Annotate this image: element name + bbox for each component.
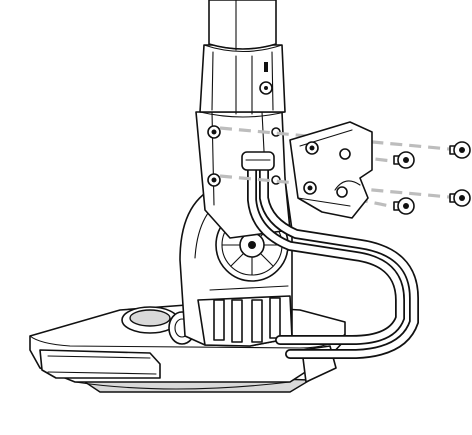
cable-clip-cover	[289, 121, 373, 219]
screw-4	[449, 189, 471, 207]
screw-3	[393, 197, 415, 215]
cable	[241, 151, 419, 359]
screw-1	[393, 151, 415, 169]
screw-2	[449, 141, 471, 159]
vertical-pole	[208, 0, 277, 51]
pole-clamp-collar	[199, 44, 286, 118]
